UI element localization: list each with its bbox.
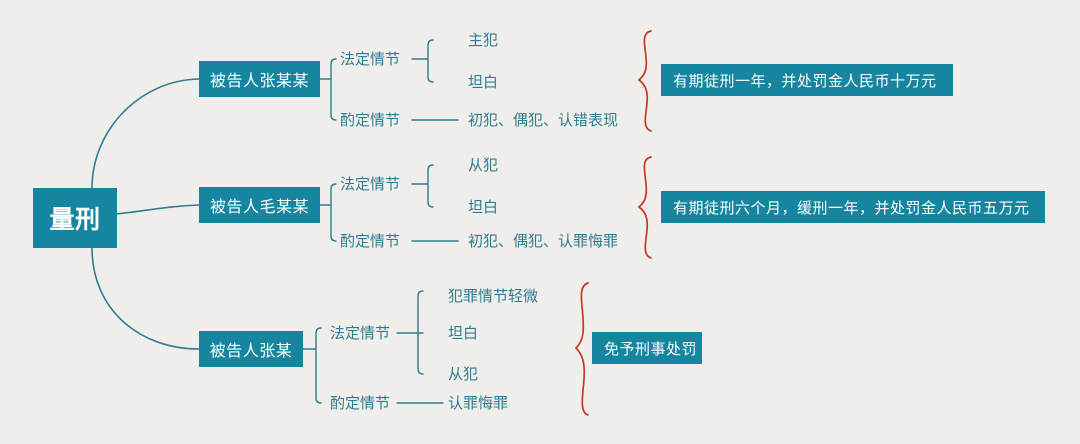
root-node-label: 量刑 (49, 206, 101, 234)
category-label-1-1: 法定情节 (340, 51, 401, 68)
outcome-node-1-label: 有期徒刑一年，并处罚金人民币十万元 (673, 72, 937, 90)
leaf-3-1-3: 从犯 (448, 366, 479, 383)
leaf-3-1-2: 坦白 (448, 325, 479, 342)
leaf-3-1-1: 犯罪情节轻微 (448, 288, 539, 305)
leaf-1-1-1: 主犯 (468, 32, 499, 49)
category-label-2-2: 酌定情节 (340, 233, 401, 250)
leaf-3-2-1: 认罪悔罪 (448, 395, 509, 412)
outcome-node-2[interactable]: 有期徒刑六个月，缓刑一年，并处罚金人民币五万元 (661, 191, 1045, 223)
leaf-2-1-2: 坦白 (468, 199, 499, 216)
leaf-2-1-1: 从犯 (468, 157, 499, 174)
person-node-2-label: 被告人毛某某 (209, 199, 309, 216)
person-node-3-label: 被告人张某 (209, 343, 293, 360)
connector-root-to-branch-2 (116, 204, 200, 215)
person-node-1[interactable]: 被告人张某某 (199, 61, 320, 97)
outcome-node-3[interactable]: 免予刑事处罚 (592, 332, 702, 364)
person-node-3[interactable]: 被告人张某 (199, 331, 303, 367)
branch-3-cat1-spine (417, 290, 424, 375)
leaf-2-2-1: 初犯、偶犯、认罪悔罪 (468, 233, 619, 250)
connector-root-to-branch-3 (91, 247, 200, 350)
brace-branch-1 (637, 30, 652, 132)
outcome-node-3-label: 免予刑事处罚 (604, 340, 698, 358)
person-node-2[interactable]: 被告人毛某某 (199, 187, 320, 223)
brace-branch-2 (637, 156, 652, 259)
leaf-1-1-2: 坦白 (468, 74, 499, 91)
person-node-1-label: 被告人张某某 (209, 73, 309, 90)
branch-2-cat1-spine (427, 164, 434, 208)
branch-2-category-spine (330, 183, 337, 242)
branch-1-category-spine (330, 58, 337, 121)
category-label-1-2: 酌定情节 (340, 112, 401, 129)
category-label-2-1: 法定情节 (340, 176, 401, 193)
brace-branch-3 (574, 282, 589, 416)
connector-root-to-branch-1 (91, 78, 200, 189)
category-label-3-2: 酌定情节 (330, 395, 391, 412)
branch-3-category-spine (315, 327, 322, 404)
outcome-node-1[interactable]: 有期徒刑一年，并处罚金人民币十万元 (661, 64, 953, 96)
category-label-3-1: 法定情节 (330, 325, 391, 342)
branch-1-cat1-spine (427, 39, 434, 83)
leaf-1-2-1: 初犯、偶犯、认错表现 (468, 112, 619, 129)
root-node[interactable]: 量刑 (33, 188, 117, 248)
outcome-node-2-label: 有期徒刑六个月，缓刑一年，并处罚金人民币五万元 (673, 199, 1030, 217)
